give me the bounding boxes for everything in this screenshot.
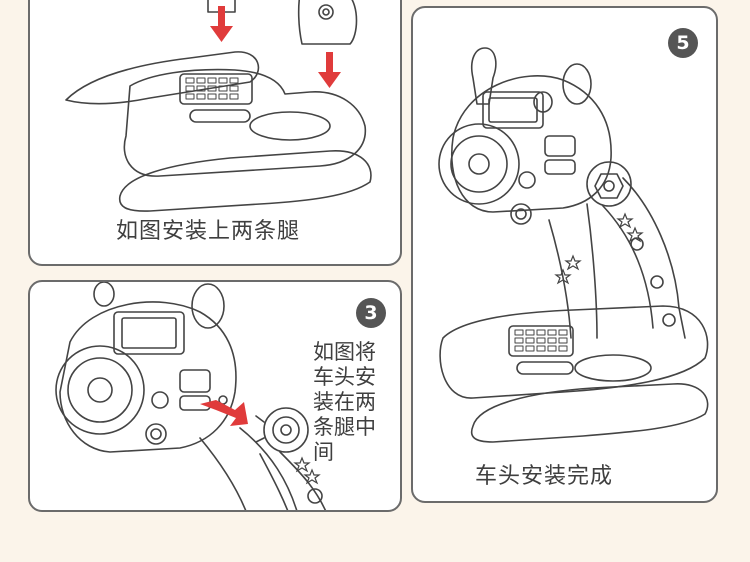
steering-wheel — [438, 123, 520, 205]
step-number-badge: 3 — [356, 298, 386, 328]
caption-line: 车头安 — [313, 365, 376, 389]
caption-line: 装在两 — [313, 390, 376, 414]
star-icon — [293, 456, 321, 485]
step-caption: 如图将 车头安 装在两 条腿中 间 — [313, 340, 393, 465]
star-icon — [554, 212, 644, 285]
keypad-keys — [185, 77, 239, 100]
head-attach-illustration — [55, 282, 327, 510]
legs-illustration — [65, 0, 372, 212]
base-body — [439, 305, 709, 399]
step-caption: 车头安装完成 — [475, 464, 614, 489]
step-panel-5: 5 车头安装完成 — [411, 6, 718, 503]
step-panel-legs: 如图安装上两条腿 — [28, 0, 402, 266]
step-caption: 如图安装上两条腿 — [116, 219, 301, 244]
steering-wheel — [55, 345, 145, 435]
step-number-badge: 5 — [668, 28, 698, 58]
base-plate-left — [65, 51, 260, 105]
dashboard-head — [59, 301, 237, 453]
down-arrow-icon — [318, 52, 341, 88]
dashboard-head — [451, 75, 612, 213]
right-arrow-icon — [200, 400, 248, 426]
leg-piece-right — [297, 0, 358, 45]
caption-line: 如图将 — [313, 340, 376, 364]
caption-line: 条腿中 — [313, 415, 376, 439]
leg-piece-left — [207, 0, 236, 13]
completed-illustration — [438, 47, 709, 443]
connector-knob — [586, 161, 632, 207]
caption-line: 间 — [313, 440, 334, 464]
connector-knob — [263, 407, 309, 453]
joystick — [470, 47, 497, 105]
base-foot — [118, 150, 372, 212]
down-arrow-icon — [210, 6, 233, 42]
base-foot — [470, 383, 709, 443]
screen — [113, 311, 185, 355]
step-panel-3: 3 如图将 车头安 装在两 条腿中 间 — [28, 280, 402, 512]
